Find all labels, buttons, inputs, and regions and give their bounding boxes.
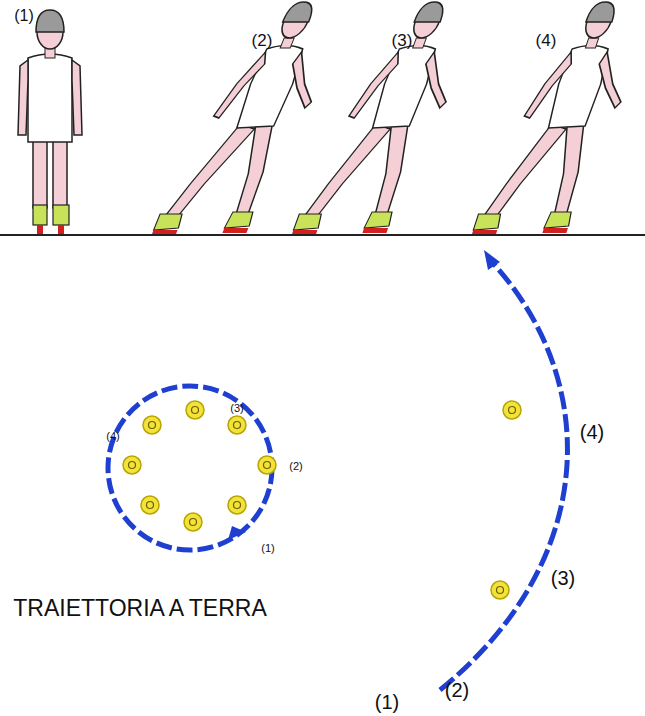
skater-leaning	[472, 2, 645, 234]
arrowhead	[228, 526, 246, 540]
callout-number: (1)	[375, 692, 399, 712]
callout-number: (4)	[580, 422, 604, 442]
arrowhead	[484, 250, 500, 270]
skater-front	[18, 10, 82, 234]
callout-number: (2)	[289, 461, 302, 472]
callout-number: (2)	[445, 680, 469, 700]
cone-marker	[123, 401, 276, 531]
callout-number: (4)	[536, 32, 557, 49]
cone-marker	[491, 401, 521, 599]
trajectory-caption: TRAIETTORIA A TERRA	[13, 597, 267, 620]
callout-number: (1)	[14, 8, 34, 24]
callout-number: (4)	[106, 431, 119, 442]
callout-number: (3)	[392, 32, 413, 49]
arc-trajectory	[440, 262, 567, 690]
callout-number: (2)	[252, 32, 273, 49]
ground-line	[0, 234, 645, 236]
callout-number: (3)	[230, 403, 243, 414]
skater-leaning	[292, 2, 482, 234]
circle-trajectory	[108, 386, 272, 550]
callout-number: (1)	[261, 543, 274, 554]
callout-number: (3)	[551, 568, 575, 588]
